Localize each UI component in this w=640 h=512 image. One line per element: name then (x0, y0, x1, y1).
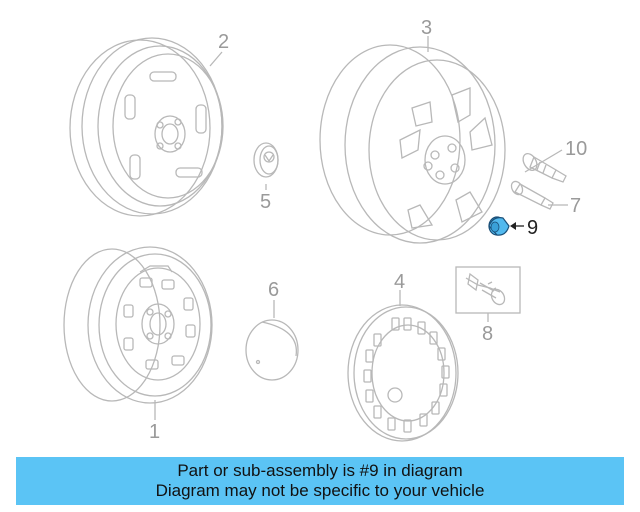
steel-wheel-part-1[interactable] (63, 246, 213, 404)
parts-diagram: 2 3 10 5 7 9 6 4 8 1 (63, 17, 587, 443)
callout-9: 9 (527, 217, 538, 239)
leader-lines (154, 36, 568, 420)
steel-wheel-part-2[interactable] (69, 37, 224, 217)
bolt-kit-part-8[interactable] (455, 266, 521, 314)
valve-stem-part-7[interactable] (509, 179, 554, 210)
alloy-wheel-part-3[interactable] (319, 44, 506, 244)
callout-4: 4 (394, 271, 405, 293)
callout-3: 3 (421, 17, 432, 39)
callout-7: 7 (570, 195, 581, 217)
center-cap-part-6[interactable] (245, 319, 299, 381)
callout-2: 2 (218, 31, 229, 53)
banner-line-2: Diagram may not be specific to your vehi… (155, 481, 485, 500)
callout-1: 1 (149, 421, 160, 443)
callout-6: 6 (268, 279, 279, 301)
callout-8: 8 (482, 323, 493, 345)
emblem-cap-part-5[interactable] (253, 142, 279, 178)
callout-10: 10 (565, 138, 587, 160)
lug-nut-part-9-highlighted[interactable] (488, 216, 524, 236)
callout-5: 5 (260, 191, 271, 213)
banner-line-1: Part or sub-assembly is #9 in diagram (177, 461, 463, 480)
wheel-cover-part-4[interactable] (347, 304, 459, 442)
diagram-info-banner: Part or sub-assembly is #9 in diagram Di… (16, 457, 624, 505)
valve-stem-part-10[interactable] (520, 151, 567, 183)
